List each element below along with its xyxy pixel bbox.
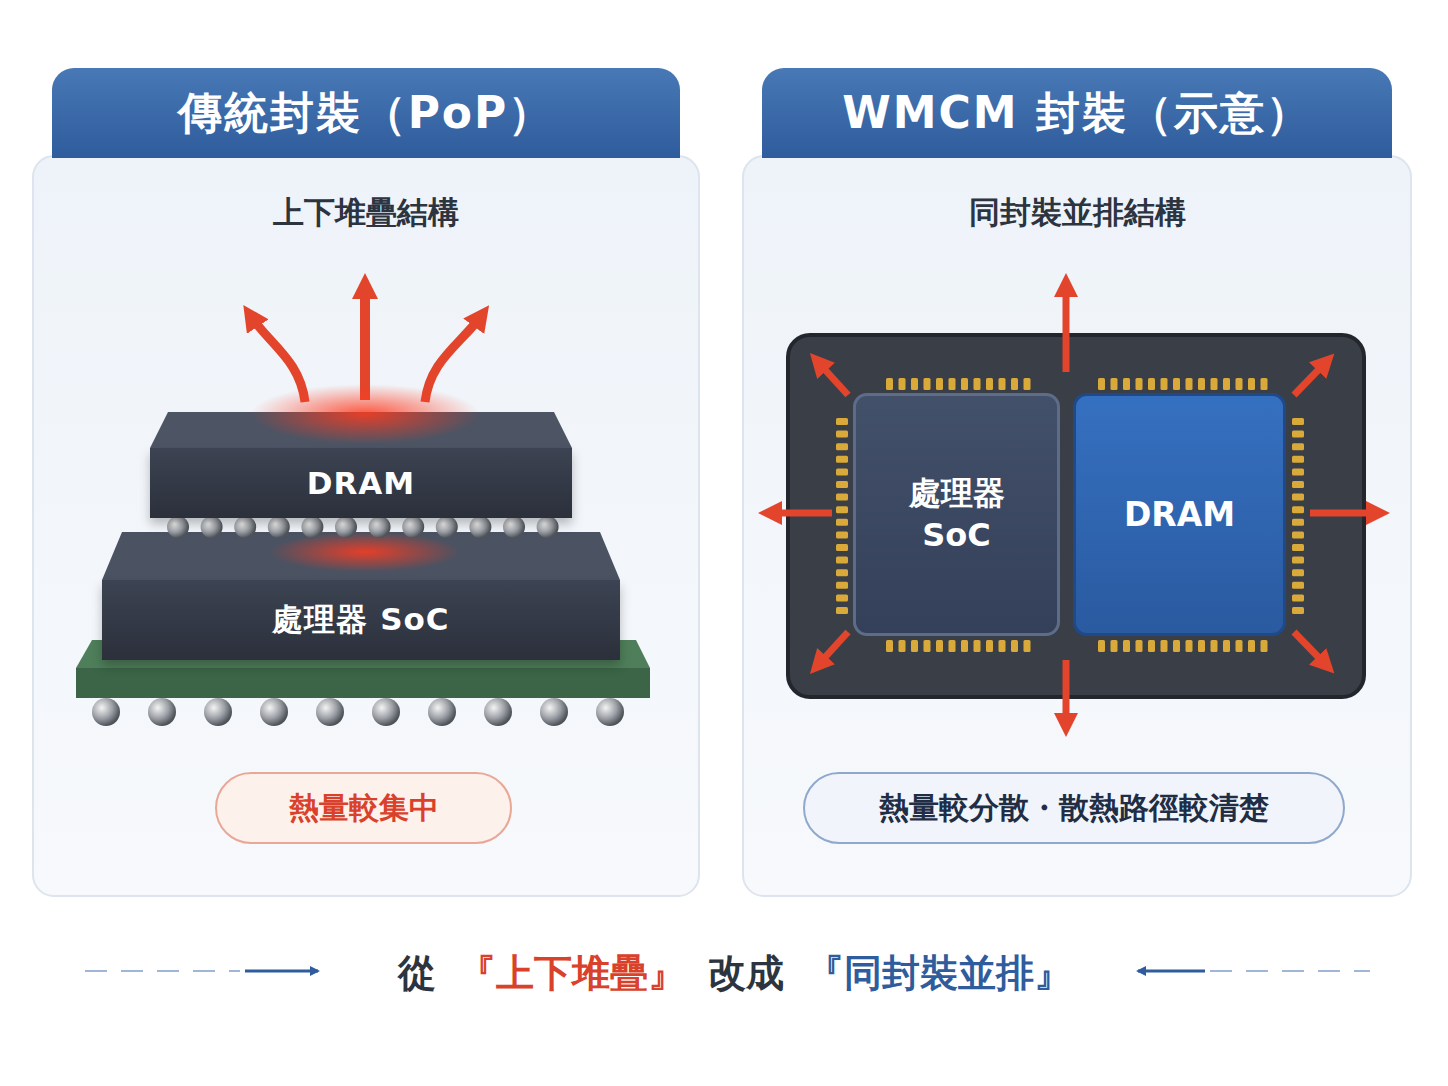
header-band: WMCM 封裝（示意） [762,68,1392,158]
node-label: 熱量較集中 [289,788,439,829]
summary-text: 改成 [708,948,784,999]
wmcm-panel: WMCM 封裝（示意） 同封裝並排結構處理器 SoC DRAM 熱量較分散・散熱路徑較… [742,68,1412,897]
soc-die: 處理器 SoC [853,393,1060,636]
node-label: DRAM [1124,495,1235,534]
node-label: DRAM [307,465,415,501]
panel-subtitle: 同封裝並排結構 [969,192,1186,234]
node-label: 熱量較分散・散熱路徑較清楚 [879,788,1269,829]
panel-title: WMCM 封裝（示意） [842,84,1312,143]
panel-title: 傳統封裝（PoP） [178,84,555,143]
subtitle-row: 同封裝並排結構 [742,190,1412,236]
summary-text: 『同封裝並排』 [806,948,1072,999]
heat-badge: 熱量較集中 [215,772,512,844]
node-label: 處理器 SoC [892,473,1022,556]
dram-chip: DRAM [150,448,572,518]
panel-subtitle: 上下堆疊結構 [273,192,459,234]
soc-chip: 處理器 SoC [102,580,620,660]
dram-die: DRAM [1073,393,1286,636]
pop-panel: 傳統封裝（PoP） 上下堆疊結構 DRAM 處理器 SoC 熱量較集中 [32,68,700,897]
summary-row: 從『上下堆疊』改成『同封裝並排』 [0,945,1448,1001]
subtitle-row: 上下堆疊結構 [32,190,700,236]
header-band: 傳統封裝（PoP） [52,68,680,158]
heat-badge: 熱量較分散・散熱路徑較清楚 [803,772,1345,844]
node-label: 處理器 SoC [272,599,449,641]
summary-text: 『上下堆疊』 [458,948,686,999]
summary-text: 從 [398,948,436,999]
